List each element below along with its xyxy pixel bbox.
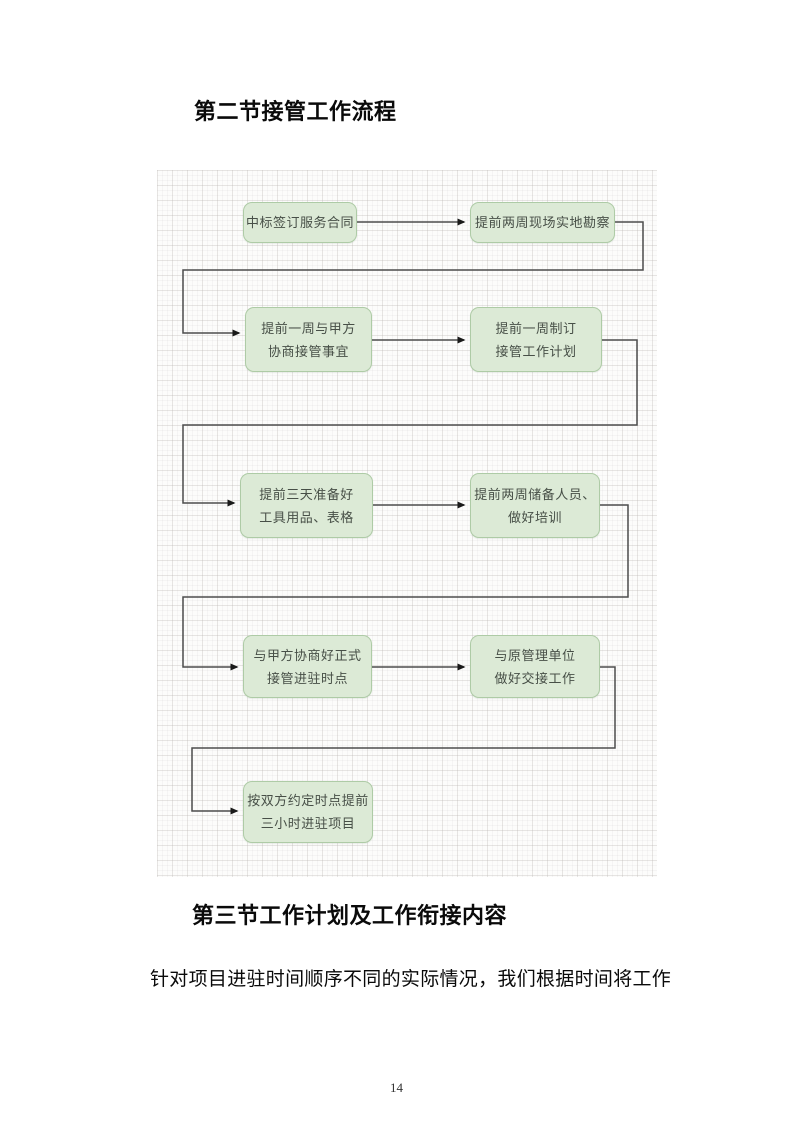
flow-node-site-survey: 提前两周现场实地勘察	[470, 202, 615, 243]
flowchart-canvas: 中标签订服务合同 提前两周现场实地勘察 提前一周与甲方 协商接管事宜 提前一周制…	[157, 170, 657, 877]
flow-node-takeover-plan: 提前一周制订 接管工作计划	[470, 307, 602, 372]
flow-node-handover-work: 与原管理单位 做好交接工作	[470, 635, 600, 698]
flow-node-agree-entry-time: 与甲方协商好正式 接管进驻时点	[243, 635, 372, 698]
flow-node-negotiate-takeover: 提前一周与甲方 协商接管事宜	[245, 307, 372, 372]
section2-heading: 第二节接管工作流程	[194, 99, 397, 124]
section3-heading: 第三节工作计划及工作衔接内容	[192, 903, 508, 928]
body-paragraph: 针对项目进驻时间顺序不同的实际情况，我们根据时间将工作	[150, 969, 672, 990]
flowchart-connectors	[182, 218, 644, 815]
page-number: 14	[390, 1080, 403, 1095]
edge-reserve-staff-to-agree-entry-time	[182, 504, 629, 671]
edge-handover-work-to-enter-project	[191, 666, 616, 815]
flow-node-prepare-tools: 提前三天准备好 工具用品、表格	[240, 473, 373, 538]
edge-takeover-plan-to-prepare-tools	[182, 339, 638, 507]
edge-site-survey-to-negotiate-takeover	[182, 221, 644, 337]
flow-node-enter-project: 按双方约定时点提前 三小时进驻项目	[243, 781, 373, 843]
flow-node-sign-contract: 中标签订服务合同	[243, 202, 357, 243]
flow-node-reserve-staff: 提前两周储备人员、 做好培训	[470, 473, 600, 538]
